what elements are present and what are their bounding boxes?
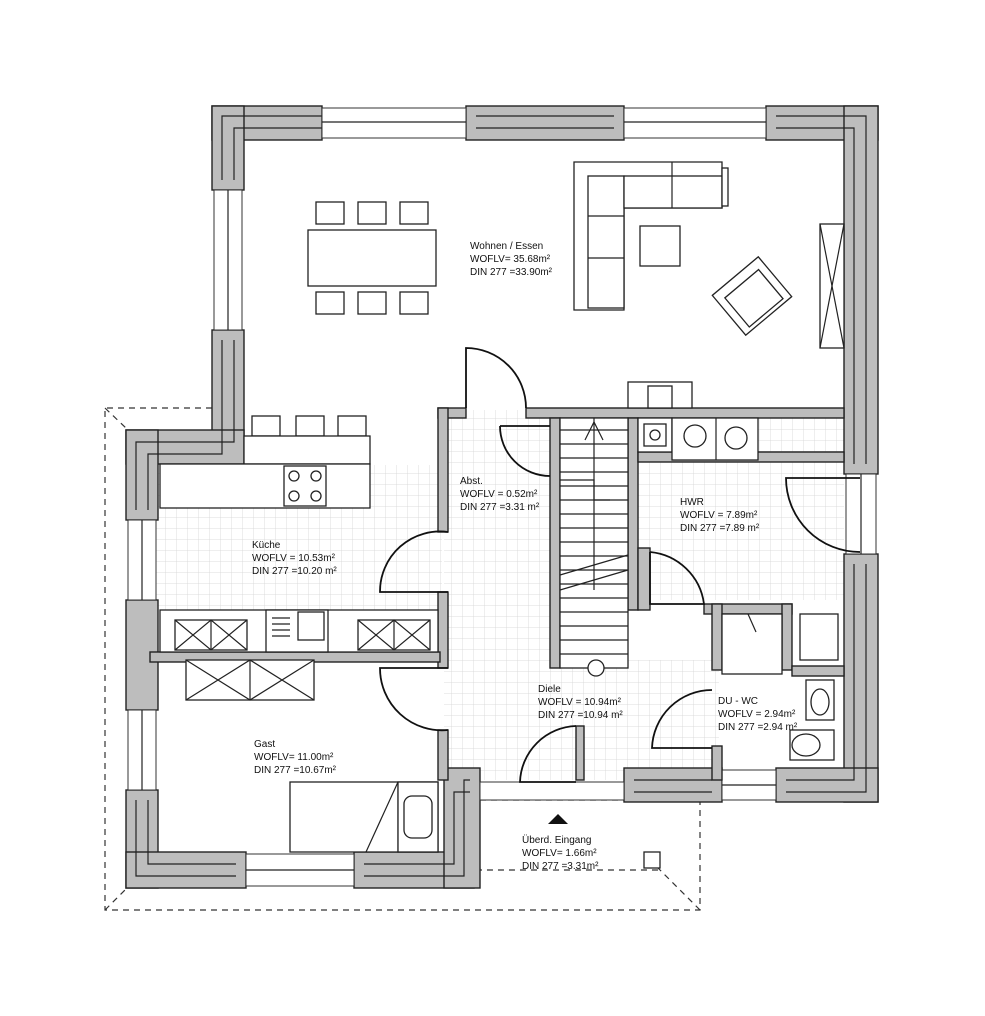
interior-walls (149, 407, 845, 781)
room-din: DIN 277 =3.31 m² (460, 502, 540, 513)
room-name: Diele (538, 684, 561, 695)
room-din: DIN 277 =10.67m² (254, 765, 337, 776)
room-label-eingang: Überd. Eingang WOFLV= 1.66m² DIN 277 =3.… (522, 834, 599, 872)
room-name: Überd. Eingang (522, 834, 592, 846)
dining-set (307, 201, 437, 315)
room-label-gast: Gast WOFLV= 11.00m² DIN 277 =10.67m² (254, 739, 337, 776)
utility-fixtures (637, 417, 839, 761)
room-name: DU - WC (718, 696, 758, 707)
column (643, 851, 661, 869)
room-label-kueche: Küche WOFLV = 10.53m² DIN 277 =10.20 m² (252, 540, 337, 577)
living-furniture (573, 161, 845, 409)
staircase (559, 417, 629, 677)
doors (379, 347, 861, 783)
room-din: DIN 277 =2.94 m² (718, 722, 798, 733)
kitchen-furniture (159, 415, 439, 701)
room-din: DIN 277 =10.94 m² (538, 710, 623, 721)
room-label-duwc: DU - WC WOFLV = 2.94m² DIN 277 =2.94 m² (718, 696, 798, 733)
room-name: Gast (254, 739, 275, 750)
room-wofl: WOFLV = 2.94m² (718, 709, 796, 720)
room-wofl: WOFLV= 35.68m² (470, 254, 551, 265)
room-din: DIN 277 =10.20 m² (252, 566, 337, 577)
room-label-diele: Diele WOFLV = 10.94m² DIN 277 =10.94 m² (538, 684, 623, 721)
room-name: Abst. (460, 476, 483, 487)
room-label-hwr: HWR WOFLV = 7.89m² DIN 277 =7.89 m² (680, 497, 760, 534)
room-label-abst: Abst. WOFLV = 0.52m² DIN 277 =3.31 m² (460, 476, 540, 513)
room-name: HWR (680, 497, 704, 508)
room-label-wohnen: Wohnen / Essen WOFLV= 35.68m² DIN 277 =3… (470, 241, 553, 278)
room-wofl: WOFLV = 10.53m² (252, 553, 336, 564)
room-name: Wohnen / Essen (470, 241, 543, 252)
room-din: DIN 277 =7.89 m² (680, 523, 760, 534)
windows (127, 107, 877, 887)
exterior-walls (125, 105, 879, 889)
entrance-arrow-icon (548, 814, 568, 824)
room-wofl: WOFLV= 11.00m² (254, 752, 334, 763)
room-wofl: WOFLV= 1.66m² (522, 848, 597, 859)
room-wofl: WOFLV = 10.94m² (538, 697, 622, 708)
room-wofl: WOFLV = 7.89m² (680, 510, 758, 521)
room-din: DIN 277 =33.90m² (470, 267, 553, 278)
room-wofl: WOFLV = 0.52m² (460, 489, 538, 500)
guest-furniture (289, 781, 439, 853)
room-din: DIN 277 =3.31m² (522, 861, 599, 872)
room-name: Küche (252, 540, 281, 551)
